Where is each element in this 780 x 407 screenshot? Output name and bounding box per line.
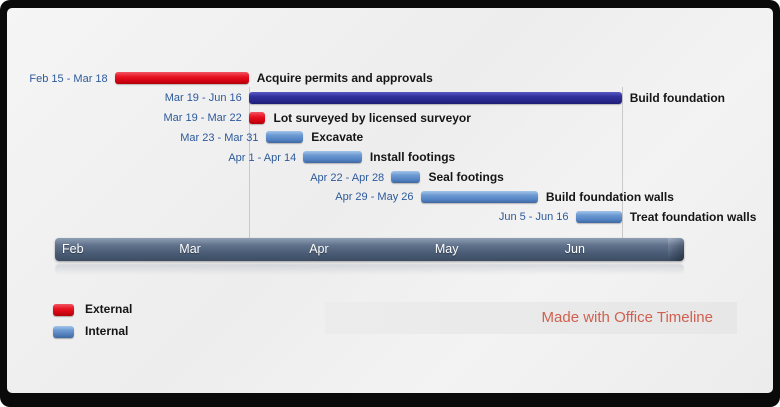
task-date-range: Mar 19 - Jun 16 xyxy=(164,92,242,105)
task-name-label: Seal footings xyxy=(428,170,504,184)
timeline-axis-band xyxy=(55,238,684,261)
task-date-range: Apr 22 - Apr 28 xyxy=(310,171,385,184)
internal-color-swatch xyxy=(53,325,74,338)
task-date-range: Apr 29 - May 26 xyxy=(335,191,414,204)
timeline-canvas: Feb 15 - Mar 18 Acquire permits and appro… xyxy=(7,8,773,393)
gantt-bar-external[interactable] xyxy=(248,111,266,124)
axis-end-bevel xyxy=(668,238,684,261)
task-name-label: Build foundation xyxy=(629,90,725,105)
month-label: Jun xyxy=(564,242,585,256)
task-name-label: Install footings xyxy=(369,150,456,165)
month-label: Mar xyxy=(179,242,201,256)
gantt-bar-internal[interactable] xyxy=(265,131,304,144)
task-name-label: Build foundation walls xyxy=(545,189,674,204)
gantt-bar-internal[interactable] xyxy=(575,210,622,223)
legend-item-external: External xyxy=(53,303,132,316)
gantt-bar-phase[interactable] xyxy=(248,91,622,104)
watermark-text: Made with Office Timeline xyxy=(541,309,713,326)
task-date-range: Mar 19 - Mar 22 xyxy=(163,112,242,125)
task-date-range: Mar 23 - Mar 31 xyxy=(180,131,259,144)
gantt-bar-internal[interactable] xyxy=(420,190,538,203)
legend-label-internal: Internal xyxy=(85,324,129,338)
legend-label-external: External xyxy=(85,302,133,316)
task-name-label: Excavate xyxy=(311,130,364,145)
watermark-band: Made with Office Timeline xyxy=(325,302,737,334)
task-name-label: Acquire permits and approvals xyxy=(256,71,433,85)
gantt-bar-internal[interactable] xyxy=(391,171,421,183)
gantt-bar-external[interactable] xyxy=(114,72,249,84)
axis-reflection xyxy=(55,264,684,276)
legend-item-internal: Internal xyxy=(53,325,132,338)
task-date-range: Feb 15 - Mar 18 xyxy=(29,72,108,85)
gantt-bar-internal[interactable] xyxy=(303,151,362,164)
legend: External Internal xyxy=(53,303,132,347)
task-date-range: Jun 5 - Jun 16 xyxy=(498,211,569,224)
external-color-swatch xyxy=(53,303,74,316)
task-name-label: Treat foundation walls xyxy=(629,209,757,224)
month-label: May xyxy=(434,242,459,256)
task-name-label: Lot surveyed by licensed surveyor xyxy=(273,110,471,125)
event-gridline xyxy=(248,87,250,238)
task-date-range: Apr 1 - Apr 14 xyxy=(228,151,297,164)
event-gridline xyxy=(621,87,623,238)
month-label: Apr xyxy=(309,242,329,256)
month-label: Feb xyxy=(62,242,84,256)
